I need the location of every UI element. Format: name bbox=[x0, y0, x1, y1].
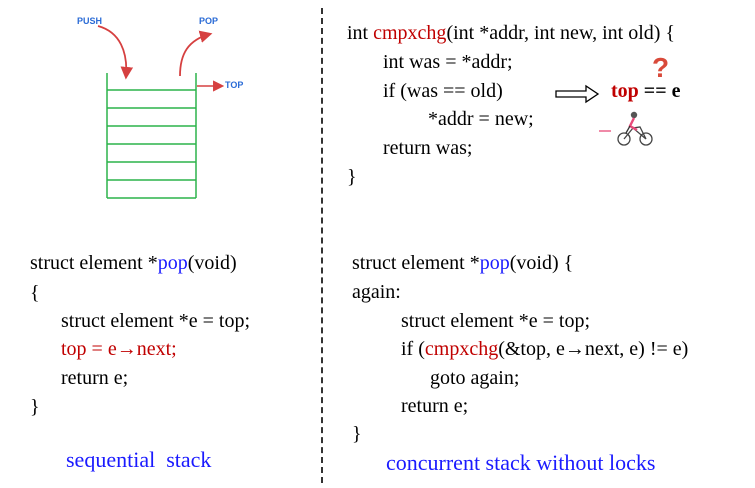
conc-pop-cmpxchg-call: cmpxchg bbox=[424, 338, 499, 360]
seq-pop-line-top: top = e→next; bbox=[61, 338, 177, 360]
conc-pop-signature: struct element *pop(void) { bbox=[352, 252, 574, 274]
conc-pop-line-if: if (cmpxchg(&top, e→next, e) != e) bbox=[401, 338, 689, 360]
seq-pop-close-brace: } bbox=[30, 396, 40, 418]
conc-pop-fn-name: pop bbox=[479, 252, 510, 274]
conc-pop-close-brace: } bbox=[352, 423, 362, 445]
cmpxchg-line-return: return was; bbox=[383, 137, 473, 159]
implies-arrow-icon bbox=[555, 84, 600, 104]
pop-arrow bbox=[179, 30, 213, 77]
cyclist-icon bbox=[599, 111, 653, 146]
cmpxchg-closing-brace: } bbox=[347, 166, 357, 188]
condition-annotation: top == e bbox=[611, 81, 680, 101]
conc-pop-line-goto: goto again; bbox=[430, 367, 520, 389]
stack-box bbox=[106, 73, 197, 199]
cmpxchg-signature: int cmpxchg(int *addr, int new, int old)… bbox=[347, 22, 676, 44]
seq-pop-fn-name: pop bbox=[157, 252, 188, 274]
cmpxchg-line-assign: *addr = new; bbox=[428, 108, 534, 130]
caption-sequential-stack: sequential stack bbox=[66, 447, 212, 472]
conc-pop-line-e: struct element *e = top; bbox=[401, 310, 591, 332]
push-arrow bbox=[97, 25, 134, 80]
divider-line bbox=[321, 8, 323, 483]
conc-pop-label-again: again: bbox=[352, 281, 401, 303]
condition-top: top bbox=[611, 80, 639, 102]
conc-pop-line-return: return e; bbox=[401, 395, 469, 417]
pop-label: POP bbox=[199, 16, 219, 26]
seq-pop-open-brace: { bbox=[30, 282, 40, 304]
condition-e: e bbox=[671, 80, 681, 102]
cmpxchg-fn-name: cmpxchg bbox=[373, 22, 447, 44]
condition-eq: == bbox=[643, 80, 667, 102]
seq-pop-line-return: return e; bbox=[61, 367, 129, 389]
cmpxchg-line-was: int was = *addr; bbox=[383, 51, 513, 73]
seq-pop-signature: struct element *pop(void) bbox=[30, 252, 237, 274]
cmpxchg-line-if: if (was == old) bbox=[383, 80, 503, 102]
push-label: PUSH bbox=[77, 16, 103, 26]
seq-pop-line-e: struct element *e = top; bbox=[61, 310, 251, 332]
question-mark-icon: ? bbox=[652, 52, 670, 83]
top-label: TOP bbox=[225, 80, 244, 90]
caption-concurrent-stack: concurrent stack without locks bbox=[386, 450, 656, 475]
